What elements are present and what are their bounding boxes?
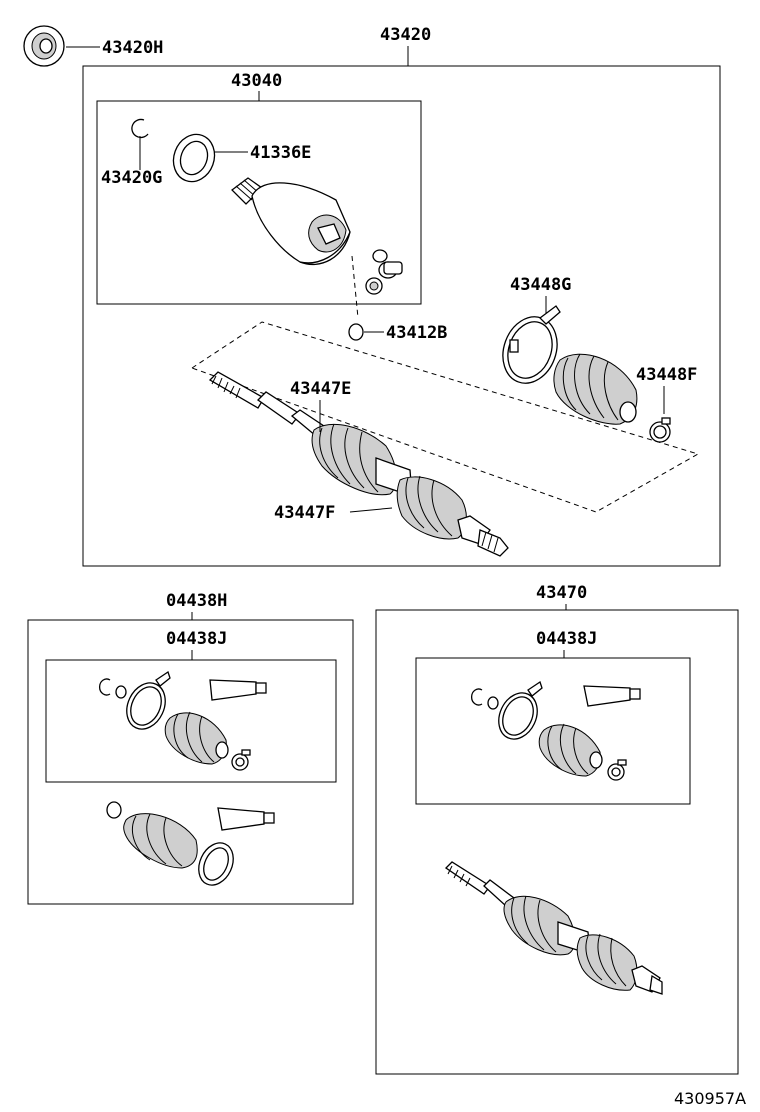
label-43420G[interactable]: 43420G xyxy=(101,168,162,188)
kit-right-small-clamp[interactable] xyxy=(607,759,627,781)
ring-43412B[interactable] xyxy=(348,323,364,341)
label-43040[interactable]: 43040 xyxy=(231,71,282,91)
kit-box-04438J-right xyxy=(415,657,691,805)
kit-box-04438H xyxy=(27,619,354,905)
label-43420[interactable]: 43420 xyxy=(380,25,431,45)
drive-shaft[interactable] xyxy=(208,371,509,557)
kit-box-04438J-left xyxy=(45,659,337,783)
outboard-boot[interactable] xyxy=(553,353,638,425)
assembly-box-43040 xyxy=(96,100,422,305)
oil-seal-43420H[interactable] xyxy=(23,25,65,67)
drive-shaft-assembly-43470[interactable] xyxy=(444,861,663,995)
label-43448F[interactable]: 43448F xyxy=(636,365,697,385)
assembly-box-43420 xyxy=(82,65,721,567)
label-43412B[interactable]: 43412B xyxy=(386,323,447,343)
label-43447F[interactable]: 43447F xyxy=(274,503,335,523)
kit-left-grease-tube[interactable] xyxy=(209,679,267,701)
label-04438J-left[interactable]: 04438J xyxy=(166,629,227,649)
kit-right-large-clamp[interactable] xyxy=(492,680,545,745)
kit-right-snap-ring[interactable] xyxy=(471,688,499,710)
ring-41336E[interactable] xyxy=(167,129,221,188)
label-43470[interactable]: 43470 xyxy=(536,583,587,603)
boot-clamp-43448G[interactable] xyxy=(494,305,566,391)
kit-left-large-clamp[interactable] xyxy=(120,670,173,735)
kit-outer-ring[interactable] xyxy=(192,837,240,890)
shaft-group-outline xyxy=(190,321,700,513)
snap-ring-43420G[interactable] xyxy=(131,118,149,139)
kit-left-snap-ring[interactable] xyxy=(99,678,127,699)
kit-outer-grease-tube[interactable] xyxy=(217,807,275,831)
boot-clamp-43448F[interactable] xyxy=(649,417,671,443)
kit-outer-small-ring[interactable] xyxy=(106,801,122,819)
label-04438H[interactable]: 04438H xyxy=(166,591,227,611)
label-04438J-right[interactable]: 04438J xyxy=(536,629,597,649)
kit-right-boot[interactable] xyxy=(538,723,603,777)
diagram-code: 430957A xyxy=(674,1089,746,1108)
kit-left-boot[interactable] xyxy=(164,711,229,765)
assembly-box-43470 xyxy=(375,609,739,1075)
label-43447E[interactable]: 43447E xyxy=(290,379,351,399)
tripod-spider[interactable] xyxy=(365,249,403,295)
label-43420H[interactable]: 43420H xyxy=(102,38,163,58)
label-41336E[interactable]: 41336E xyxy=(250,143,311,163)
label-43448G[interactable]: 43448G xyxy=(510,275,571,295)
kit-right-grease-tube[interactable] xyxy=(583,685,641,707)
outboard-joint-housing[interactable] xyxy=(231,177,351,266)
kit-left-small-clamp[interactable] xyxy=(231,749,251,771)
kit-outer-boot[interactable] xyxy=(123,813,198,869)
